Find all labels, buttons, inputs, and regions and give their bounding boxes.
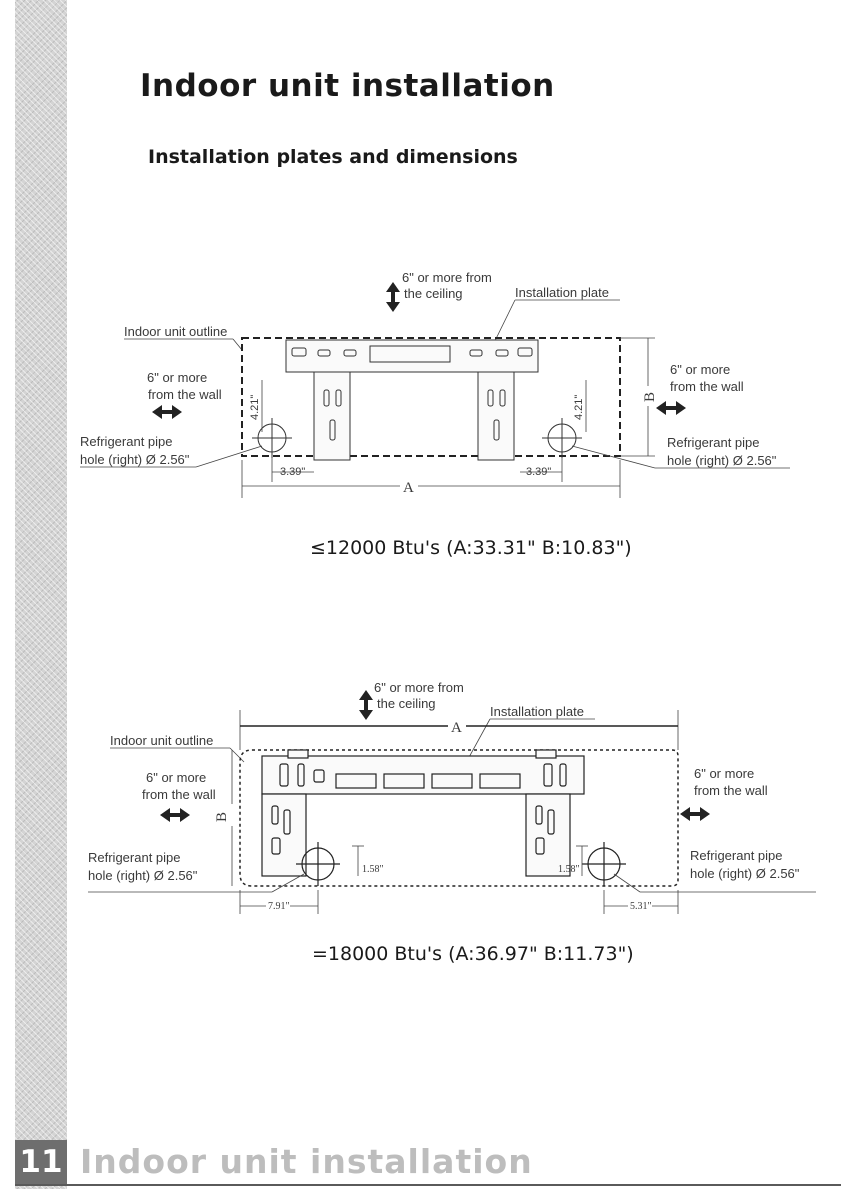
dimension-a-label: A — [403, 480, 414, 496]
decorative-side-strip — [15, 0, 67, 1189]
dimension-1-58-left: 1.58" — [362, 864, 384, 875]
installation-plate — [261, 749, 585, 877]
diagram-18000-btu: 6" or more from the ceiling Installation… — [88, 680, 816, 914]
diagram-12000-btu: 6" or more from the ceiling Installation… — [80, 270, 790, 498]
left-pipe-note-line2: hole (right) Ø 2.56" — [88, 868, 198, 883]
page-number-badge: 11 — [15, 1140, 67, 1184]
dimension-4-21-left: 4.21" — [249, 395, 261, 420]
dimension-3-39-right: 3.39" — [526, 466, 551, 478]
section-subtitle: Installation plates and dimensions — [148, 146, 518, 168]
left-wall-note-line1: 6" or more — [146, 770, 206, 785]
ceiling-note-line1: 6" or more from — [402, 270, 492, 285]
dimension-3-39-left: 3.39" — [280, 466, 305, 478]
dimension-4-21-right: 4.21" — [573, 395, 585, 420]
indoor-unit-outline — [239, 749, 679, 887]
refrigerant-pipe-hole-right — [542, 418, 582, 458]
ceiling-note-line2: the ceiling — [404, 286, 463, 301]
left-pipe-note-line1: Refrigerant pipe — [80, 434, 173, 449]
right-pipe-note-line2: hole (right) Ø 2.56" — [667, 453, 777, 468]
footer-rule — [15, 1184, 841, 1186]
right-wall-note-line2: from the wall — [694, 783, 768, 798]
ceiling-note-line2: the ceiling — [377, 696, 436, 711]
indoor-unit-outline-label: Indoor unit outline — [110, 733, 213, 748]
installation-plate-label: Installation plate — [490, 704, 584, 719]
footer-title: Indoor unit installation — [80, 1142, 533, 1181]
right-wall-clearance-arrow-icon — [680, 807, 710, 821]
right-wall-note-line1: 6" or more — [670, 362, 730, 377]
page-title: Indoor unit installation — [140, 68, 555, 104]
left-pipe-note-line2: hole (right) Ø 2.56" — [80, 452, 190, 467]
installation-plate — [285, 339, 539, 461]
dimension-b-label: B — [642, 392, 658, 402]
right-pipe-note-line1: Refrigerant pipe — [667, 435, 760, 450]
ceiling-note-line1: 6" or more from — [374, 680, 464, 695]
left-wall-note-line2: from the wall — [148, 387, 222, 402]
right-pipe-note-line2: hole (right) Ø 2.56" — [690, 866, 800, 881]
indoor-unit-outline — [241, 337, 621, 457]
refrigerant-pipe-hole-left — [252, 418, 292, 458]
right-wall-note-line1: 6" or more — [694, 766, 754, 781]
dimension-1-58-right: 1.58" — [558, 864, 580, 875]
caption-18000-btu: =18000 Btu's (A:36.97" B:11.73") — [312, 943, 634, 965]
installation-plate-label: Installation plate — [515, 285, 609, 300]
dimension-a-label: A — [451, 720, 462, 736]
indoor-unit-outline-label: Indoor unit outline — [124, 324, 227, 339]
left-wall-note-line2: from the wall — [142, 787, 216, 802]
right-wall-clearance-arrow-icon — [656, 401, 686, 415]
right-pipe-note-line1: Refrigerant pipe — [690, 848, 783, 863]
left-wall-clearance-arrow-icon — [152, 405, 182, 419]
dimension-7-91: 7.91" — [268, 901, 290, 912]
refrigerant-pipe-hole-right — [582, 842, 626, 886]
right-wall-note-line2: from the wall — [670, 379, 744, 394]
left-pipe-note-line1: Refrigerant pipe — [88, 850, 181, 865]
ceiling-clearance-arrow-icon — [359, 690, 373, 720]
left-wall-clearance-arrow-icon — [160, 808, 190, 822]
refrigerant-pipe-hole-left — [296, 842, 340, 886]
left-wall-note-line1: 6" or more — [147, 370, 207, 385]
ceiling-clearance-arrow-icon — [386, 282, 400, 312]
dimension-b-label: B — [214, 812, 230, 822]
caption-12000-btu: ≤12000 Btu's (A:33.31" B:10.83") — [310, 537, 632, 559]
dimension-5-31: 5.31" — [630, 901, 652, 912]
